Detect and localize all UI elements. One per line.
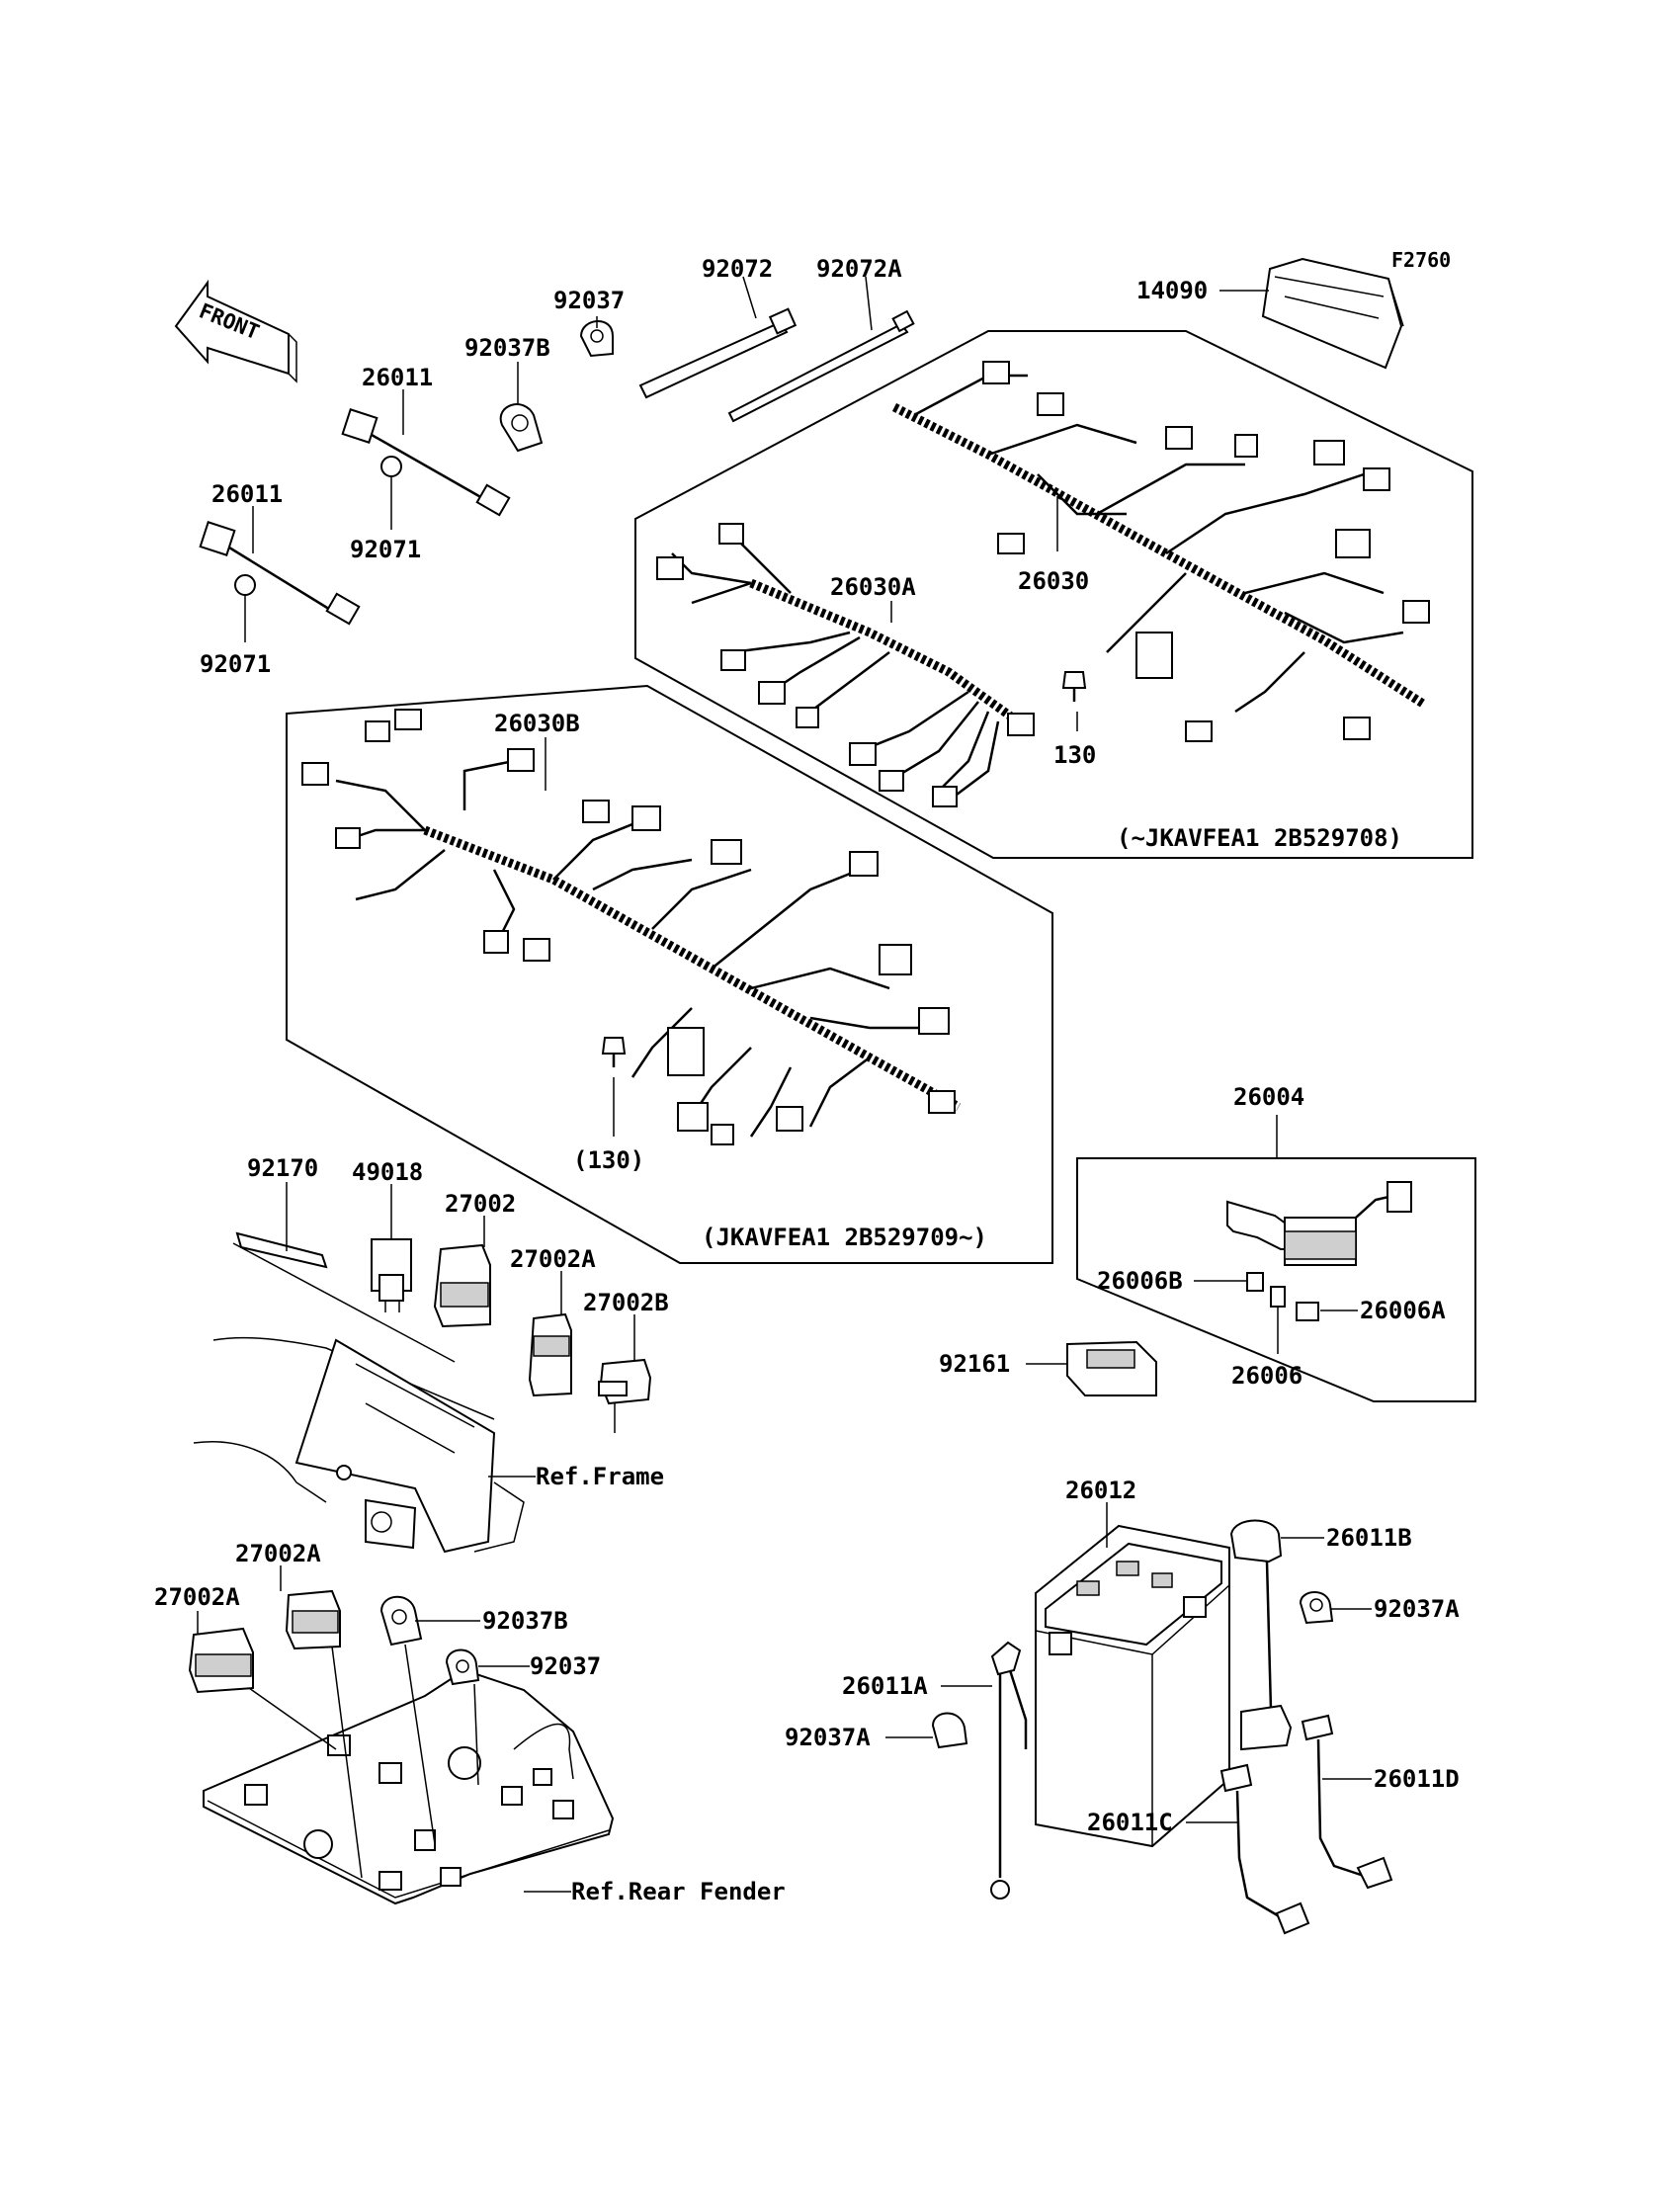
bolt-130-lower xyxy=(601,1037,627,1067)
label-92037-low: 92037 xyxy=(530,1652,601,1680)
label-92037B-low: 92037B xyxy=(482,1607,568,1635)
fuse-26006 xyxy=(1270,1286,1286,1308)
label-92161: 92161 xyxy=(939,1350,1010,1378)
upper-harness-panel xyxy=(634,330,1473,859)
lower-harness-range-note: (JKAVFEA1 2B529709~) xyxy=(702,1224,987,1251)
label-27002B: 27002B xyxy=(583,1289,669,1316)
label-ref-frame: Ref.Frame xyxy=(536,1463,664,1490)
fuse-box-26004 xyxy=(1226,1181,1412,1266)
label-26006: 26006 xyxy=(1231,1362,1302,1390)
battery-26012 xyxy=(1035,1524,1230,1848)
label-92170: 92170 xyxy=(247,1154,318,1182)
relay-27002 xyxy=(433,1243,491,1328)
cable-26011A xyxy=(990,1641,1028,1900)
label-27002A-top: 27002A xyxy=(510,1245,596,1273)
cover-14090 xyxy=(1261,257,1404,370)
frame-section xyxy=(193,1336,525,1554)
relay-27002A-left2 xyxy=(188,1627,337,1750)
fuse-26006A xyxy=(1296,1302,1319,1321)
lower-harness-panel xyxy=(286,684,1053,1264)
relay-27002A-left1 xyxy=(285,1589,363,1879)
main-harness-26030 xyxy=(891,361,1430,742)
sub-harness-26011-lower xyxy=(199,521,361,626)
figure-code: F2760 xyxy=(1391,248,1451,272)
clamp-92037B-low xyxy=(379,1595,436,1845)
clamp-92037-low xyxy=(445,1648,480,1786)
label-92037B-top: 92037B xyxy=(464,334,550,362)
label-26006B: 26006B xyxy=(1097,1267,1183,1295)
label-27002: 27002 xyxy=(445,1190,516,1218)
label-26030: 26030 xyxy=(1018,567,1089,595)
sub-harness-26030B xyxy=(301,709,962,1145)
label-26012: 26012 xyxy=(1065,1477,1136,1504)
fuse-26006B xyxy=(1246,1272,1264,1292)
label-14090: 14090 xyxy=(1136,277,1208,304)
clamp-92037A-right xyxy=(1299,1591,1334,1625)
cable-tie-92072A xyxy=(727,309,915,423)
label-ref-rear-fender: Ref.Rear Fender xyxy=(571,1878,786,1905)
sub-harness-26011-upper xyxy=(341,408,511,517)
label-49018: 49018 xyxy=(352,1158,423,1186)
label-27002A-l1: 27002A xyxy=(235,1540,321,1567)
cable-26011C xyxy=(1219,1763,1310,1935)
label-92072: 92072 xyxy=(702,255,773,283)
sub-harness-26030A xyxy=(656,523,1035,807)
label-26011B: 26011B xyxy=(1326,1524,1412,1552)
relay-27002A-upper xyxy=(528,1312,572,1397)
strap-92170 xyxy=(232,1231,456,1363)
label-26011D: 26011D xyxy=(1374,1765,1460,1793)
label-26011C: 26011C xyxy=(1087,1809,1173,1836)
clamp-92037A-left xyxy=(931,1712,968,1749)
cable-26011B xyxy=(1229,1519,1293,1751)
front-arrow-icon: FRONT xyxy=(174,279,297,383)
cable-tie-92072 xyxy=(638,307,798,399)
fuse-box-panel xyxy=(1076,1157,1476,1402)
cable-26011D xyxy=(1301,1714,1393,1890)
label-92037A-l: 92037A xyxy=(785,1724,871,1751)
label-92072A: 92072A xyxy=(816,255,902,283)
clamp-92037B-top xyxy=(499,403,544,453)
label-26011A: 26011A xyxy=(842,1672,928,1700)
label-92037-top: 92037 xyxy=(553,287,625,314)
relay-27002B xyxy=(598,1358,652,1433)
label-26011-b: 26011 xyxy=(211,480,283,508)
bolt-130-upper xyxy=(1061,671,1087,702)
label-26006A: 26006A xyxy=(1360,1297,1446,1324)
upper-harness-range-note: (~JKAVFEA1 2B529708) xyxy=(1117,824,1402,852)
clamp-92037-top xyxy=(579,320,614,358)
label-92037A-r: 92037A xyxy=(1374,1595,1460,1623)
label-26030A: 26030A xyxy=(830,573,916,601)
label-130: 130 xyxy=(1053,741,1096,769)
label-27002A-l2: 27002A xyxy=(154,1583,240,1611)
label-26004: 26004 xyxy=(1233,1083,1304,1111)
label-26011-a: 26011 xyxy=(362,364,433,391)
label-130-paren: (130) xyxy=(573,1146,644,1174)
label-92071-b: 92071 xyxy=(200,650,271,678)
fuse-case-92161 xyxy=(1066,1340,1157,1396)
rear-fender-section xyxy=(203,1668,615,1905)
label-26030B: 26030B xyxy=(494,710,580,737)
relay-49018 xyxy=(371,1238,412,1312)
label-92071-a: 92071 xyxy=(350,536,421,563)
